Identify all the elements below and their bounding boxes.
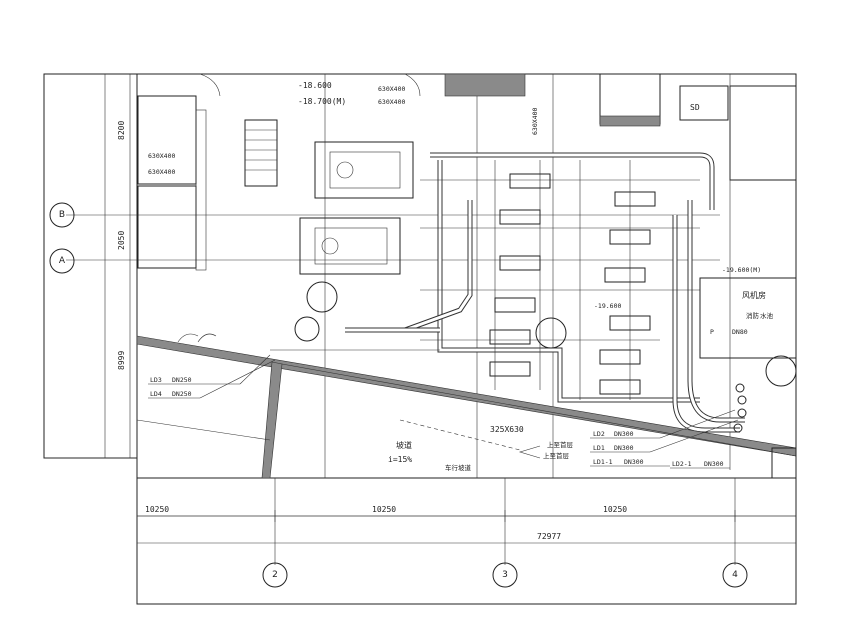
label-ramp-slope: i=15% bbox=[388, 455, 412, 464]
pipe-callouts-left: LD3 DN250 LD4 DN250 bbox=[148, 354, 276, 399]
grid-bubble-4: 4 bbox=[722, 562, 748, 588]
door-swings bbox=[177, 73, 421, 343]
top-walls: SD bbox=[444, 73, 797, 470]
svg-text:B: B bbox=[59, 210, 65, 220]
duct-bottom: 325X630 bbox=[490, 425, 524, 434]
ramp-area: 坡道 i=15% 车行坡道 325X630 上至首层 上至首层 bbox=[388, 419, 574, 472]
level-right: -19.600(M) bbox=[722, 266, 761, 274]
duct-top-2: 630X400 bbox=[378, 98, 405, 106]
label-tank-2: 水池 bbox=[760, 311, 774, 320]
pipe-callouts-right: LD2 DN300 LD1 DN300 LD1-1 DN300 LD2-1 DN… bbox=[590, 409, 739, 469]
duct-top-1: 630X400 bbox=[378, 85, 405, 93]
dim-left-3: 8999 bbox=[117, 351, 126, 370]
callout-ld3-size: DN250 bbox=[172, 376, 192, 384]
svg-text:4: 4 bbox=[732, 570, 738, 580]
callout-ld2-size: DN300 bbox=[614, 430, 634, 438]
label-ramp: 坡道 bbox=[396, 440, 412, 450]
callout-ld1-1-size: DN300 bbox=[624, 458, 644, 466]
label-up-2: 上至首层 bbox=[543, 451, 570, 460]
svg-text:2: 2 bbox=[272, 570, 278, 580]
stair-left bbox=[244, 119, 278, 187]
level-top-1: -18.600 bbox=[298, 81, 332, 90]
grid-bubble-b: B bbox=[49, 202, 75, 228]
dim-total: 72977 bbox=[537, 532, 561, 541]
grid-lines bbox=[66, 74, 736, 565]
grid-bubble-a: A bbox=[49, 248, 75, 274]
svg-text:A: A bbox=[59, 256, 66, 266]
duct-left-1: 630X400 bbox=[148, 152, 175, 160]
pipe-network bbox=[270, 152, 745, 433]
pump-group bbox=[489, 173, 656, 395]
outlet-circles bbox=[733, 383, 747, 433]
round-columns bbox=[294, 281, 797, 387]
callout-ld2-code: LD2 bbox=[593, 430, 605, 438]
grid-bubble-2: 2 bbox=[262, 562, 288, 588]
callout-ld4-size: DN250 bbox=[172, 390, 192, 398]
label-tank-1: 消防 bbox=[746, 311, 760, 320]
dim-seg-1: 10250 bbox=[145, 505, 169, 514]
dim-seg-2: 10250 bbox=[372, 505, 396, 514]
duct-vertical: 630X400 bbox=[531, 108, 539, 135]
callout-ld2-1-code: LD2-1 bbox=[672, 460, 692, 468]
dim-left-1: 8200 bbox=[117, 121, 126, 140]
left-room-block: 630X400 630X400 bbox=[137, 95, 207, 271]
chiller-unit-2 bbox=[299, 217, 401, 275]
callout-ld3-code: LD3 bbox=[150, 376, 162, 384]
callout-ld1-code: LD1 bbox=[593, 444, 605, 452]
callout-ld1-1-code: LD1-1 bbox=[593, 458, 613, 466]
hatch-bottom-right bbox=[771, 447, 797, 479]
callout-ld4-code: LD4 bbox=[150, 390, 162, 398]
label-p: P bbox=[710, 328, 714, 336]
label-p-size: DN80 bbox=[732, 328, 748, 336]
bottom-dimensions: 10250 10250 10250 72977 bbox=[137, 505, 796, 541]
dim-seg-3: 10250 bbox=[603, 505, 627, 514]
level-mid: -19.600 bbox=[594, 302, 621, 310]
duct-left-2: 630X400 bbox=[148, 168, 175, 176]
dim-left-2: 2050 bbox=[117, 231, 126, 250]
label-lane: 车行坡道 bbox=[445, 463, 472, 472]
label-fan-room: 风机房 bbox=[742, 290, 766, 300]
level-top-2: -18.700(M) bbox=[298, 97, 346, 106]
label-up-1: 上至首层 bbox=[547, 440, 574, 449]
grid-bubble-3: 3 bbox=[492, 562, 518, 588]
chiller-unit-1 bbox=[314, 141, 414, 199]
right-room: 风机房 消防 水池 P DN80 -19.600(M) -19.600 bbox=[594, 266, 797, 359]
left-dimensions: 8200 2050 8999 bbox=[117, 74, 131, 458]
callout-ld1-size: DN300 bbox=[614, 444, 634, 452]
label-sd: SD bbox=[690, 103, 700, 112]
svg-text:3: 3 bbox=[502, 570, 508, 580]
callout-ld2-1-size: DN300 bbox=[704, 460, 724, 468]
